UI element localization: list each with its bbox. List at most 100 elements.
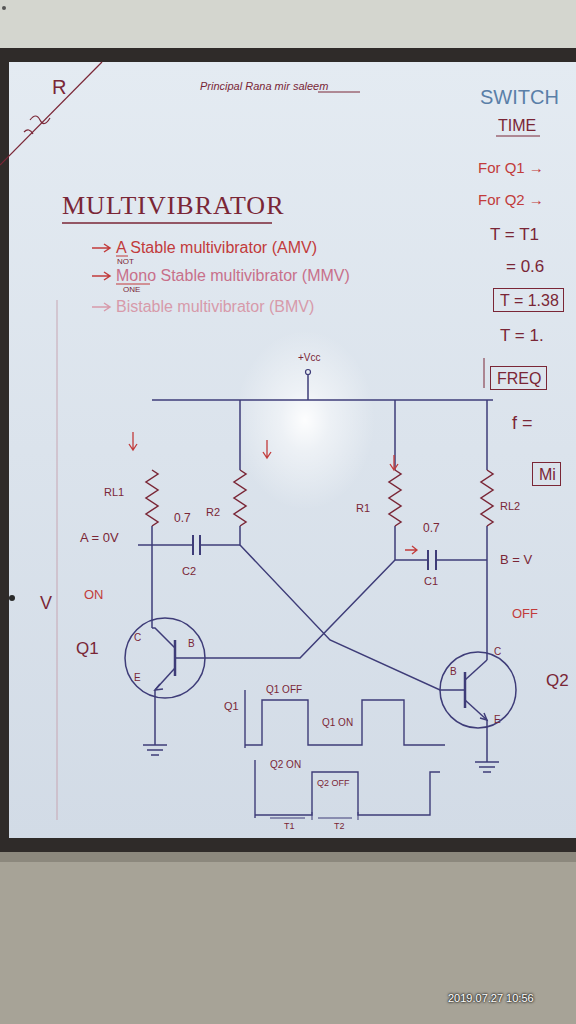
state-label: ON [84,588,104,602]
resistor-symbol [146,470,493,526]
transistor-symbol [152,628,175,648]
component-label: RL1 [104,486,124,498]
time-label: T1 [284,822,295,832]
formula: T = 1. [500,327,544,346]
circuit-wire [138,374,493,762]
circuit-wire [486,400,488,470]
transistor-symbol [125,618,205,698]
circuit-wire [486,526,488,660]
node-voltage: B = V [500,553,532,567]
wall [0,850,576,1024]
formula: T = 1.38 [500,292,557,310]
voltage-value: 0.7 [174,512,191,525]
corner-scribble [0,62,102,165]
circuit-wire [175,560,395,658]
current-arrow [405,546,417,554]
transistor-symbol [174,640,177,676]
side-heading: TIME [498,117,536,135]
transistor-label: Q1 [76,640,99,659]
circuit-wire [436,559,487,561]
diagram-title: MULTIVIBRATOR [62,192,284,221]
transistor-symbol [155,668,175,690]
node-voltage: A = 0V [80,531,119,545]
corner-scribble [24,116,50,134]
transistor-symbol [480,713,487,720]
board-heading: Principal Rana mir saleem [200,80,328,92]
faint-line [57,300,58,820]
list-arrow [92,272,110,280]
resistor-symbol [146,470,158,526]
corner-scribble [2,6,6,10]
supply-label: +Vcc [298,352,321,363]
title-underline [62,222,272,223]
waveform [270,812,358,820]
transistor-symbol [440,652,516,728]
top-underline [484,358,485,388]
boxed-formula: T = 1.38 [493,288,564,312]
circuit-wire [307,374,309,400]
circuit-wire [152,399,493,401]
circuit-wire [239,400,241,470]
transistor-symbol [155,684,163,690]
component-label: C2 [182,565,196,577]
board-dot [9,595,15,601]
transistor-symbol [125,618,516,728]
state-label: OFF [512,607,538,621]
waveform [245,690,445,820]
formula: = 0.6 [506,258,544,277]
waveform [255,772,440,815]
capacitor-symbol [193,535,436,570]
component-label: RL2 [500,500,520,512]
current-arrow [390,455,398,470]
list-item: A Stable multivibrator (AMV) [116,239,317,257]
resistor-symbol [389,470,401,526]
transistor-symbol [465,700,487,720]
component-label: R1 [356,502,370,514]
circuit-wire [138,544,193,546]
timestamp: 2019.07.27 10:56 [448,992,534,1004]
circuit-wire [154,690,156,745]
capacitor-symbol [193,535,200,555]
waveform-label: Q1 OFF [266,684,302,695]
list-item: Bistable multivibrator (BMV) [116,298,314,316]
formula: T = T1 [490,226,539,245]
formula: Mi [539,466,554,484]
side-note: For Q2 → [478,192,544,209]
board-frame [0,48,576,852]
small-note: ONE [123,286,140,295]
boxed-formula: FREQ [490,366,547,390]
pin-label: C [134,632,141,643]
list-arrow [92,303,110,311]
formula: f = [512,414,533,434]
vcc-terminal [306,370,311,375]
pin-label: E [494,714,501,725]
current-arrow [263,440,271,458]
transistor-symbol [465,660,487,680]
waveform-label: Q1 ON [322,717,353,728]
circuit-wire [151,526,153,628]
waveform-label: Q1 [224,700,239,712]
ground-symbol [143,745,167,755]
waveform [245,700,445,745]
component-label: C1 [424,575,438,587]
board-frame [0,48,576,852]
current-arrow [129,432,137,450]
ground-symbol [143,745,499,772]
component-label: R2 [206,506,220,518]
list-item: Mono Stable multivibrator (MMV) [116,267,350,285]
waveform-label: Q2 OFF [317,779,350,789]
circuit-wire [200,544,240,546]
pin-label: E [134,672,141,683]
resistor-symbol [234,470,246,526]
transistor-symbol [464,672,467,708]
small-note: NOT [117,258,134,267]
title-underline [62,222,272,223]
waveform-label: Q2 ON [270,759,301,770]
capacitor-symbol [428,550,436,570]
pin-label: B [188,638,195,649]
top-underline [496,136,540,137]
boxed-formula: Mi [532,462,561,486]
waveform [254,760,255,818]
